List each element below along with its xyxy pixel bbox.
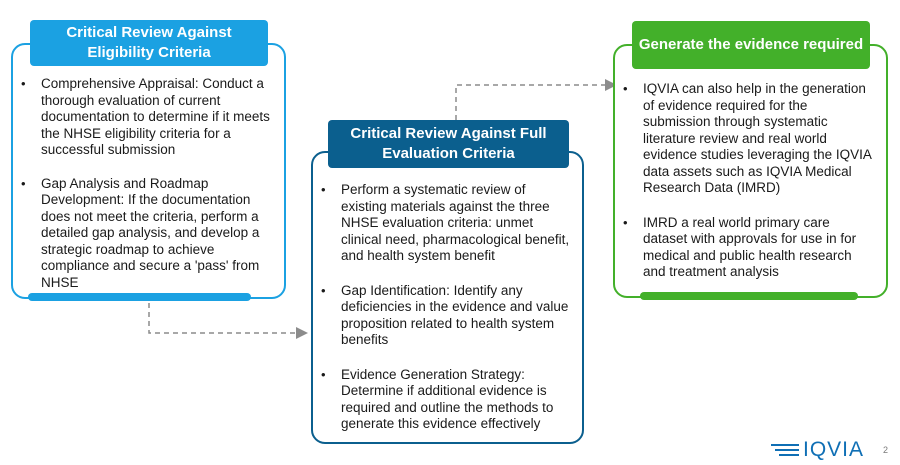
generate-evidence-title: Generate the evidence required xyxy=(632,21,870,69)
page-number: 2 xyxy=(883,445,889,455)
arrow-middle-to-right xyxy=(455,79,617,120)
full-evaluation-card: Perform a systematic review of existing … xyxy=(311,151,584,444)
list-item: Gap Analysis and Roadmap Development: If… xyxy=(13,176,275,292)
eligibility-review-card: Comprehensive Appraisal: Conduct a thoro… xyxy=(11,43,286,299)
arrow-left-to-middle xyxy=(148,303,308,339)
list-item: IMRD a real world primary care dataset w… xyxy=(615,215,877,281)
full-evaluation-bullet-list: Perform a systematic review of existing … xyxy=(313,182,575,433)
generate-evidence-bullet-list: IQVIA can also help in the generation of… xyxy=(615,81,877,281)
list-item: Gap Identification: Identify any deficie… xyxy=(313,283,575,349)
list-item: IQVIA can also help in the generation of… xyxy=(615,81,877,197)
full-evaluation-title: Critical Review Against Full Evaluation … xyxy=(328,120,569,168)
list-item: Perform a systematic review of existing … xyxy=(313,182,575,265)
iqvia-logo: IQVIA xyxy=(771,438,864,462)
eligibility-card-bar xyxy=(28,293,251,301)
generate-evidence-card-bar xyxy=(640,292,858,300)
eligibility-bullet-list: Comprehensive Appraisal: Conduct a thoro… xyxy=(13,76,275,291)
eligibility-review-title: Critical Review Against Eligibility Crit… xyxy=(30,20,268,66)
iqvia-logo-text: IQVIA xyxy=(803,438,865,461)
list-item: Comprehensive Appraisal: Conduct a thoro… xyxy=(13,76,275,159)
generate-evidence-card: IQVIA can also help in the generation of… xyxy=(613,44,888,298)
iqvia-logo-mark-icon xyxy=(771,444,799,456)
list-item: Evidence Generation Strategy: Determine … xyxy=(313,367,575,433)
